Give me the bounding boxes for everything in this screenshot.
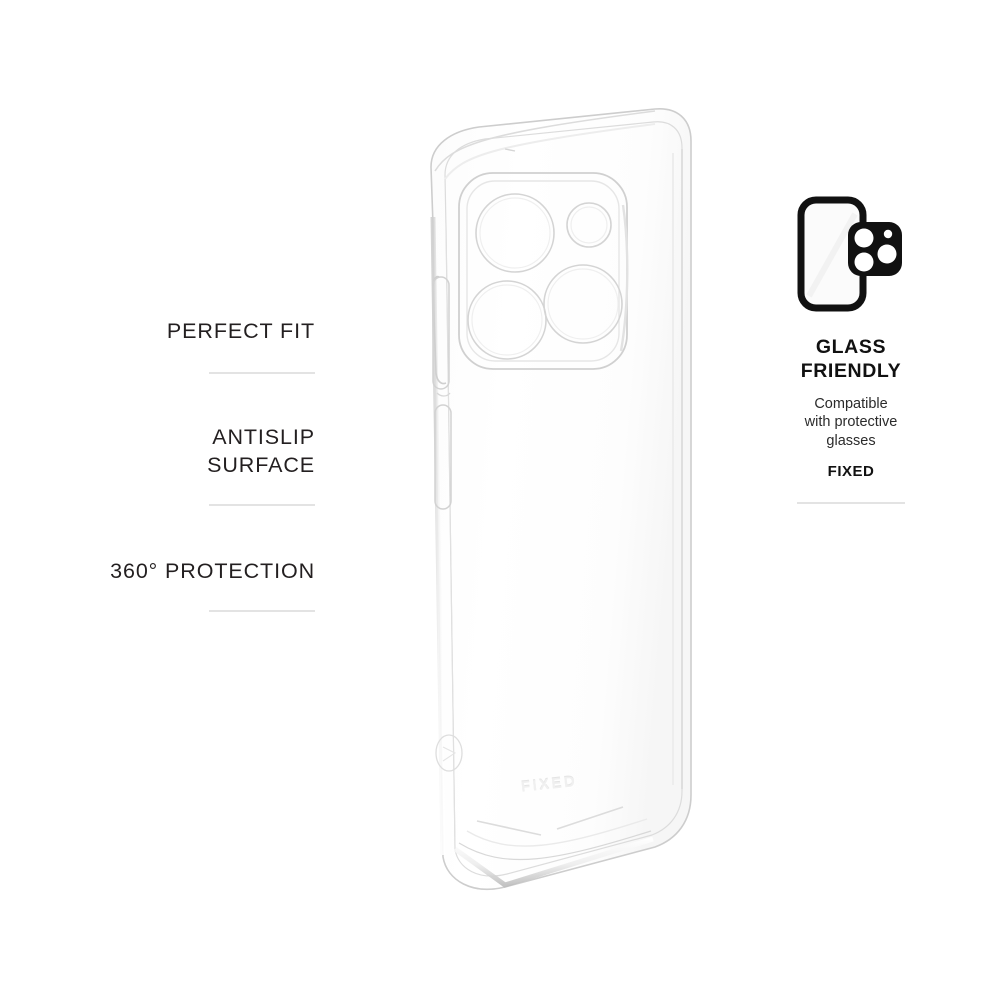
phone-with-camera-protector-icon (797, 196, 902, 312)
glass-friendly-icon-wrap (748, 190, 954, 318)
feature-item-perfect-fit: PERFECT FIT (60, 318, 315, 374)
feature-item-360-protection: 360° PROTECTION (60, 558, 315, 612)
glass-friendly-divider (797, 502, 905, 505)
feature-divider-1 (209, 371, 315, 374)
glass-friendly-brand: FIXED (827, 463, 875, 481)
glass-friendly-subtitle: Compatible with protective glasses (804, 395, 898, 449)
feature-divider-2 (209, 503, 315, 506)
feature-label-antislip-surface: ANTISLIP SURFACE (207, 424, 315, 477)
side-button-cutouts (432, 275, 452, 510)
case-body (430, 108, 695, 891)
feature-item-antislip-surface: ANTISLIP SURFACE (60, 424, 315, 506)
feature-label-perfect-fit: PERFECT FIT (166, 319, 315, 343)
phone-case-product-image (355, 105, 735, 895)
camera-cutout (458, 172, 629, 370)
glass-friendly-panel: GLASS FRIENDLY Compatible with protectiv… (748, 190, 954, 505)
feature-label-360-protection: 360° PROTECTION (110, 558, 315, 583)
feature-list: PERFECT FIT ANTISLIP SURFACE 360° PROTEC… (60, 318, 315, 612)
feature-divider-3 (209, 609, 315, 612)
glass-friendly-title: GLASS FRIENDLY (800, 336, 902, 382)
case-relief-mark (435, 734, 463, 772)
